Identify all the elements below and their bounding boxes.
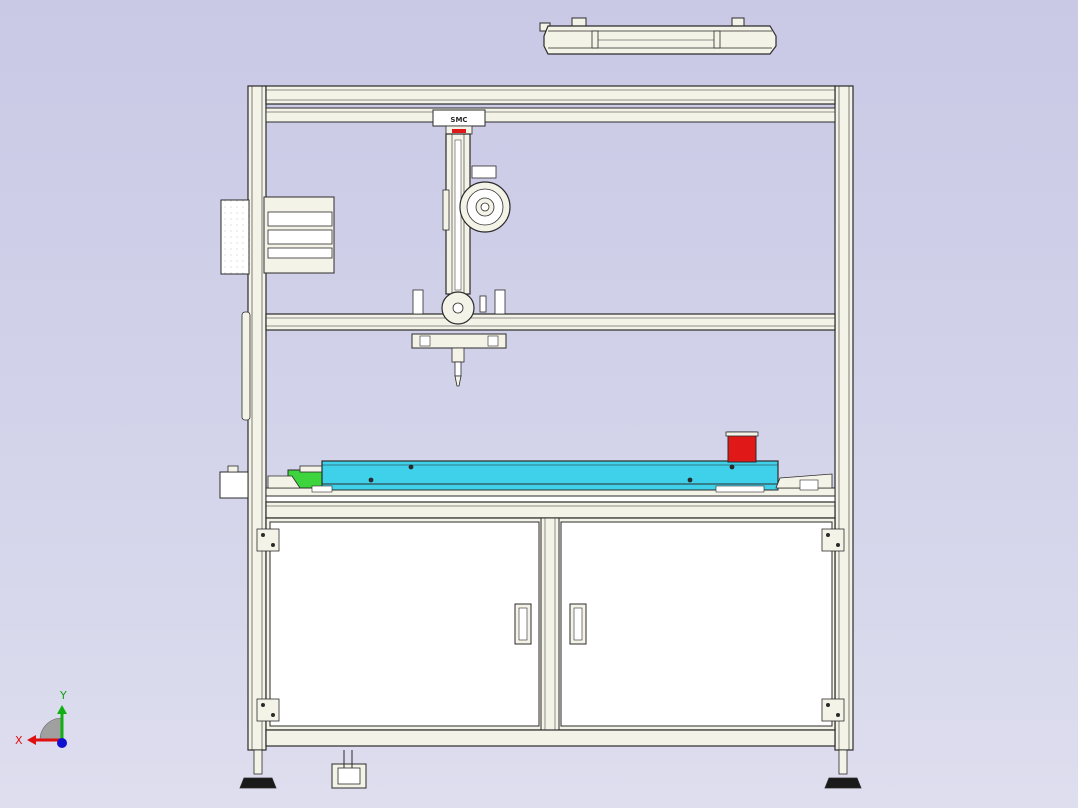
cabinet-door-left[interactable] [269, 521, 540, 727]
red-stopper-block[interactable] [725, 431, 759, 463]
frame-right-upright[interactable] [834, 85, 854, 751]
frame-top-beam[interactable] [265, 85, 836, 123]
tool-posts[interactable] [412, 289, 506, 315]
left-switch-box[interactable] [219, 465, 249, 499]
dispensing-tool-head[interactable] [411, 333, 507, 387]
arm-pulley[interactable] [441, 291, 475, 325]
robot-carriage[interactable]: SMC [432, 109, 486, 135]
leveling-foot-left[interactable] [239, 749, 277, 789]
axis-x-label: X [15, 734, 23, 747]
axis-y-label: Y [59, 689, 67, 702]
overhead-light-fixture[interactable] [539, 17, 777, 55]
side-control-panel[interactable] [220, 196, 335, 275]
cyan-conveyor-carriage[interactable] [321, 460, 779, 491]
cabinet-door-right[interactable] [560, 521, 833, 727]
frame-middle-beam[interactable] [265, 313, 836, 331]
servo-motor-reel[interactable] [442, 165, 511, 233]
frame-left-upright[interactable] [247, 85, 267, 751]
axis-triad: Y X [15, 689, 67, 748]
leveling-foot-right[interactable] [824, 749, 862, 789]
foot-pedal[interactable] [331, 750, 367, 789]
conveyor-clamps[interactable] [267, 473, 833, 493]
conveyor-base-rail[interactable] [265, 487, 836, 519]
side-cable-duct [241, 311, 251, 421]
door-hinges [256, 528, 845, 722]
carriage-logo: SMC [450, 116, 467, 124]
